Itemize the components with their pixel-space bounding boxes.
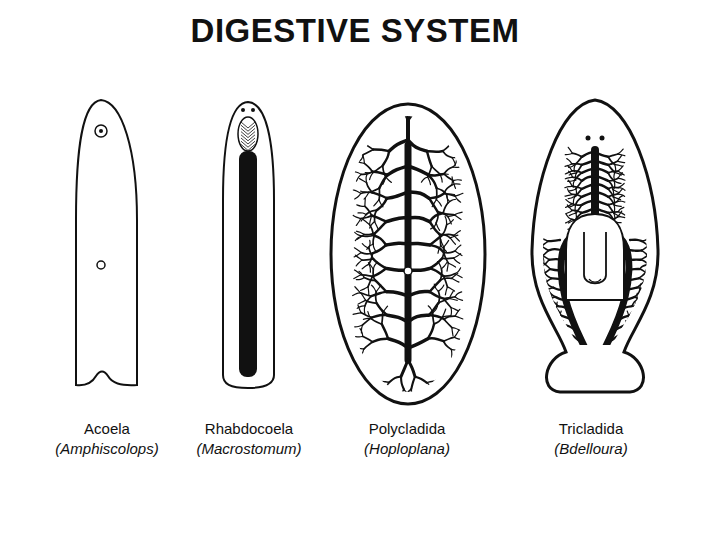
order-name: Rhabdocoela xyxy=(205,420,293,437)
order-name: Tricladida xyxy=(559,420,623,437)
order-name: Acoela xyxy=(84,420,130,437)
genus-name: (Hoploplana) xyxy=(364,440,450,457)
genus-name: (Amphiscolops) xyxy=(55,440,158,457)
rhabdocoela-worm xyxy=(223,102,274,388)
polycladida-worm xyxy=(331,76,485,404)
tricladida-worm xyxy=(532,100,658,392)
genus-name: (Bdelloura) xyxy=(554,440,627,457)
genus-name: (Macrostomum) xyxy=(196,440,301,457)
order-name: Polycladida xyxy=(369,420,446,437)
diagram-title: DIGESTIVE SYSTEM xyxy=(191,12,520,50)
acoela-worm xyxy=(76,100,137,385)
